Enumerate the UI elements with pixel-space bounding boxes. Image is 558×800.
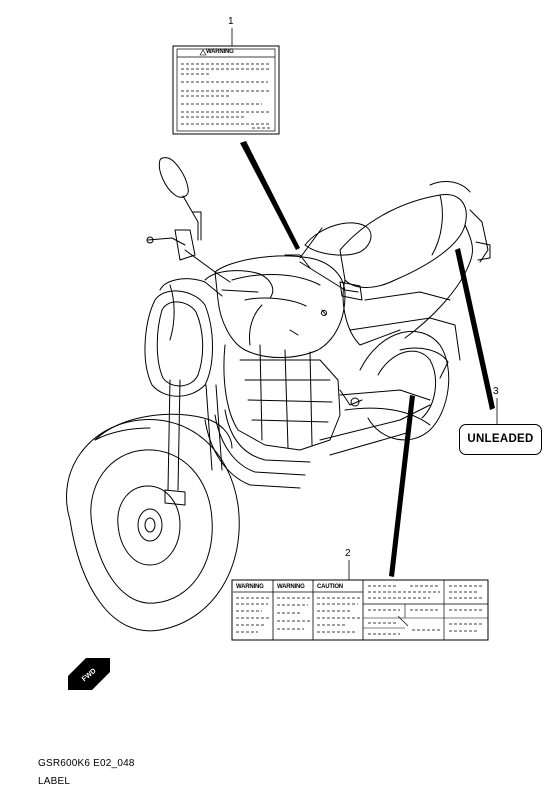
unleaded-label: UNLEADED [459,424,542,455]
label-2-warning-title-a: WARNING [236,584,264,590]
pointer-2 [389,395,415,577]
diagram-title: LABEL [38,776,71,787]
warning-label-2 [231,579,489,641]
pointer-3 [455,248,495,410]
callout-number-2: 2 [345,548,351,559]
front-direction-icon: FWD [68,658,110,690]
motorcycle-outline [66,157,491,632]
callout-number-1: 1 [228,16,234,27]
label-2-caution-title: CAUTION [317,584,343,590]
pointer-1 [240,141,300,250]
diagram-code: GSR600K6 E02_048 [38,758,135,769]
callout-number-3: 3 [493,386,499,397]
warning-label-1 [172,45,280,135]
label-1-warning-title: WARNING [206,49,234,55]
label-2-warning-title-b: WARNING [277,584,305,590]
